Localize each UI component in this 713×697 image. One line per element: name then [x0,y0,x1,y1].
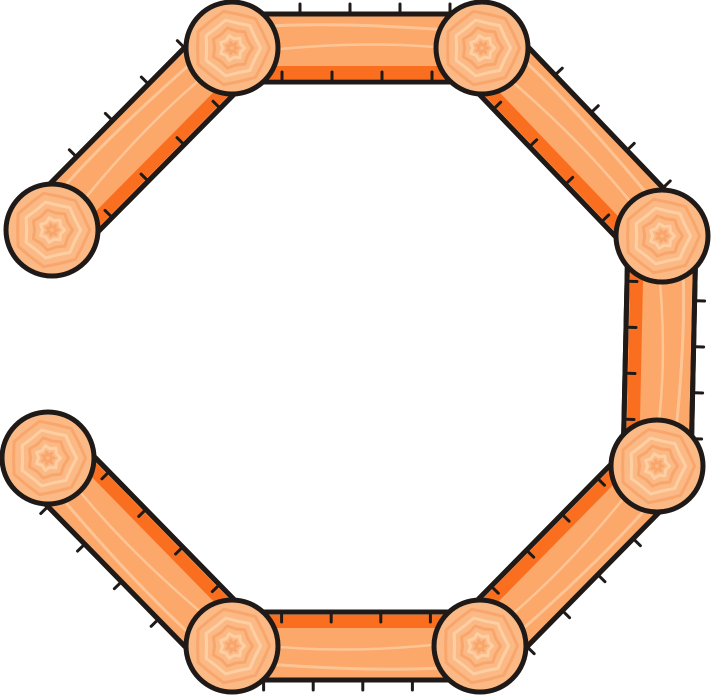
log-end-stump [183,0,281,97]
log-end-stump [0,409,97,507]
log-end-stump [3,181,101,279]
logs-layer [20,2,707,692]
log-end-stump [183,597,281,695]
log-end-stump [613,187,711,285]
log-end-stump [433,0,531,97]
log-end-stump [431,597,529,695]
log-end-stump [608,417,706,515]
log [20,430,260,674]
